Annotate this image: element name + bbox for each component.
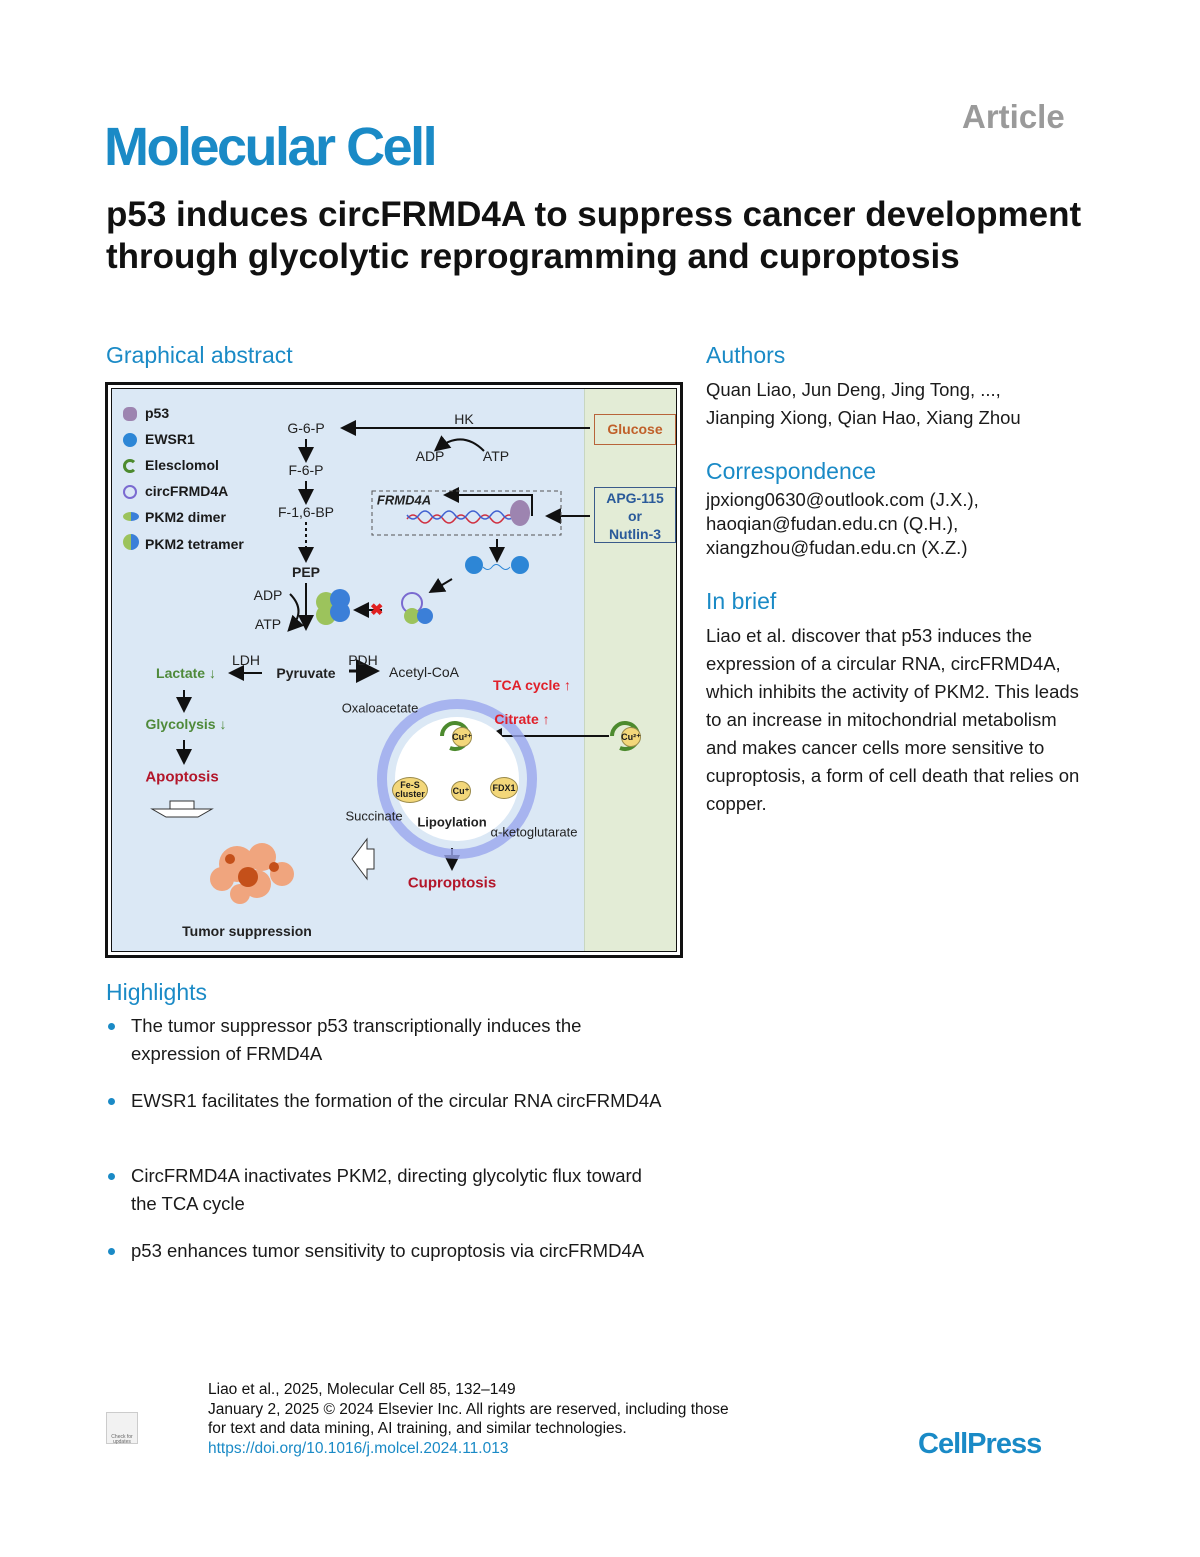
label-lipoylation: Lipoylation <box>417 814 487 830</box>
legend-circfrmd4a: circFRMD4A <box>145 483 229 499</box>
bullet-icon <box>108 1248 115 1255</box>
email-link[interactable]: jpxiong0630@outlook.com (J.X.), <box>706 489 979 510</box>
highlights-heading: Highlights <box>106 979 207 1005</box>
ewsr1-icon <box>123 433 137 447</box>
correspondence-list: jpxiong0630@outlook.com (J.X.), haoqian@… <box>706 488 979 560</box>
apg115-nutlin3-box: APG-115 or Nutlin-3 <box>594 487 676 543</box>
label-or: or <box>628 508 642 524</box>
cu2-extracellular: Cu²⁺ <box>621 727 641 747</box>
p53-icon <box>123 407 137 421</box>
highlight-item: CircFRMD4A inactivates PKM2, directing g… <box>106 1162 666 1218</box>
legend-p53: p53 <box>145 405 170 421</box>
label-apoptosis: Apoptosis <box>145 768 219 786</box>
label-f16bp: F-1,6-BP <box>277 504 335 520</box>
label-lactate: Lactate ↓ <box>156 665 216 681</box>
legend-pkm2-tetramer: PKM2 tetramer <box>145 536 244 552</box>
graphical-abstract: ✖ p53 EWSR1 Elesclomol circFRMD4A PKM2 d… <box>105 382 683 958</box>
cu1-ion: Cu⁺ <box>451 781 471 801</box>
copyright-2: for text and data mining, AI training, a… <box>208 1420 627 1437</box>
citation: Liao et al., 2025, Molecular Cell 85, 13… <box>208 1381 516 1398</box>
check-for-updates-icon[interactable]: Check for updates <box>106 1412 138 1445</box>
highlight-text: EWSR1 facilitates the formation of the c… <box>131 1090 662 1111</box>
label-hk: HK <box>454 411 474 427</box>
extracellular-panel <box>584 389 676 951</box>
label-tca-cycle: TCA cycle ↑ <box>492 677 572 693</box>
label-pdh: PDH <box>348 652 378 668</box>
highlight-text: p53 enhances tumor sensitivity to cuprop… <box>131 1240 645 1261</box>
label-cuproptosis: Cuproptosis <box>407 874 497 892</box>
label-atp-pk: ATP <box>254 616 282 632</box>
pathway-arrows: ✖ <box>150 420 640 904</box>
authors-line-1: Quan Liao, Jun Deng, Jing Tong, ..., <box>706 379 1001 400</box>
highlight-item: EWSR1 facilitates the formation of the c… <box>106 1087 666 1115</box>
label-pep: PEP <box>291 564 321 580</box>
highlight-text: The tumor suppressor p53 transcriptional… <box>131 1015 582 1064</box>
fe-s-cluster: Fe-S cluster <box>392 777 428 803</box>
label-glycolysis: Glycolysis ↓ <box>145 716 227 732</box>
pkm2-dimer-icon <box>123 512 139 521</box>
highlight-text: CircFRMD4A inactivates PKM2, directing g… <box>131 1165 642 1214</box>
authors-heading: Authors <box>706 342 786 368</box>
email-link[interactable]: haoqian@fudan.edu.cn (Q.H.), <box>706 513 959 534</box>
label-atp-hk: ATP <box>482 448 510 464</box>
graphical-abstract-heading: Graphical abstract <box>106 342 293 368</box>
highlight-item: p53 enhances tumor sensitivity to cuprop… <box>106 1237 666 1265</box>
label-succinate: Succinate <box>345 808 403 824</box>
label-ldh: LDH <box>231 652 261 668</box>
legend-pkm2-dimer: PKM2 dimer <box>145 509 226 525</box>
label-frmd4a-gene: FRMD4A <box>376 492 432 508</box>
in-brief-text: Liao et al. discover that p53 induces th… <box>706 625 1080 814</box>
doi-link[interactable]: https://doi.org/10.1016/j.molcel.2024.11… <box>208 1439 509 1457</box>
cellpress-logo: CellPress <box>918 1428 1042 1460</box>
copyright: January 2, 2025 © 2024 Elsevier Inc. All… <box>208 1400 729 1418</box>
legend-ewsr1: EWSR1 <box>145 431 195 447</box>
correspondence-heading: Correspondence <box>706 458 877 484</box>
legend-elesclomol: Elesclomol <box>145 457 219 473</box>
article-type-label: Article <box>962 98 1065 135</box>
pkm2-tetramer-icon <box>123 534 139 550</box>
journal-logo: Molecular Cell <box>104 117 438 177</box>
bullet-icon <box>108 1098 115 1105</box>
label-adp-pk: ADP <box>253 587 283 603</box>
label-tumor-suppression: Tumor suppression <box>182 923 312 939</box>
cu2-intracellular: Cu²⁺ <box>452 727 472 747</box>
circfrmd4a-icon <box>123 485 137 499</box>
label-adp-hk: ADP <box>415 448 445 464</box>
label-pyruvate: Pyruvate <box>276 665 336 681</box>
in-brief-heading: In brief <box>706 588 777 614</box>
label-apg115: APG-115 <box>606 490 664 506</box>
svg-text:✖: ✖ <box>370 602 383 619</box>
label-oxaloacetate: Oxaloacetate <box>341 700 419 716</box>
label-acetyl-coa: Acetyl-CoA <box>388 664 460 680</box>
elesclomol-icon <box>123 459 137 473</box>
email-link[interactable]: xiangzhou@fudan.edu.cn (X.Z.) <box>706 537 968 558</box>
highlight-item: The tumor suppressor p53 transcriptional… <box>106 1012 666 1068</box>
authors-list: Quan Liao, Jun Deng, Jing Tong, ..., Jia… <box>706 376 1021 432</box>
label-alpha-ketoglutarate: α-ketoglutarate <box>490 824 578 840</box>
bullet-icon <box>108 1023 115 1030</box>
paper-title: p53 induces circFRMD4A to suppress cance… <box>106 195 1082 276</box>
glucose-box: Glucose <box>594 414 676 445</box>
fdx1: FDX1 <box>490 777 518 799</box>
bullet-icon <box>108 1173 115 1180</box>
label-citrate: Citrate ↑ <box>494 711 550 727</box>
label-g6p: G-6-P <box>287 420 325 436</box>
label-nutlin3: Nutlin-3 <box>608 526 662 542</box>
citation-footer: Liao et al., 2025, Molecular Cell 85, 13… <box>208 1380 729 1458</box>
label-f6p: F-6-P <box>288 462 324 478</box>
authors-line-2: Jianping Xiong, Qian Hao, Xiang Zhou <box>706 407 1021 428</box>
